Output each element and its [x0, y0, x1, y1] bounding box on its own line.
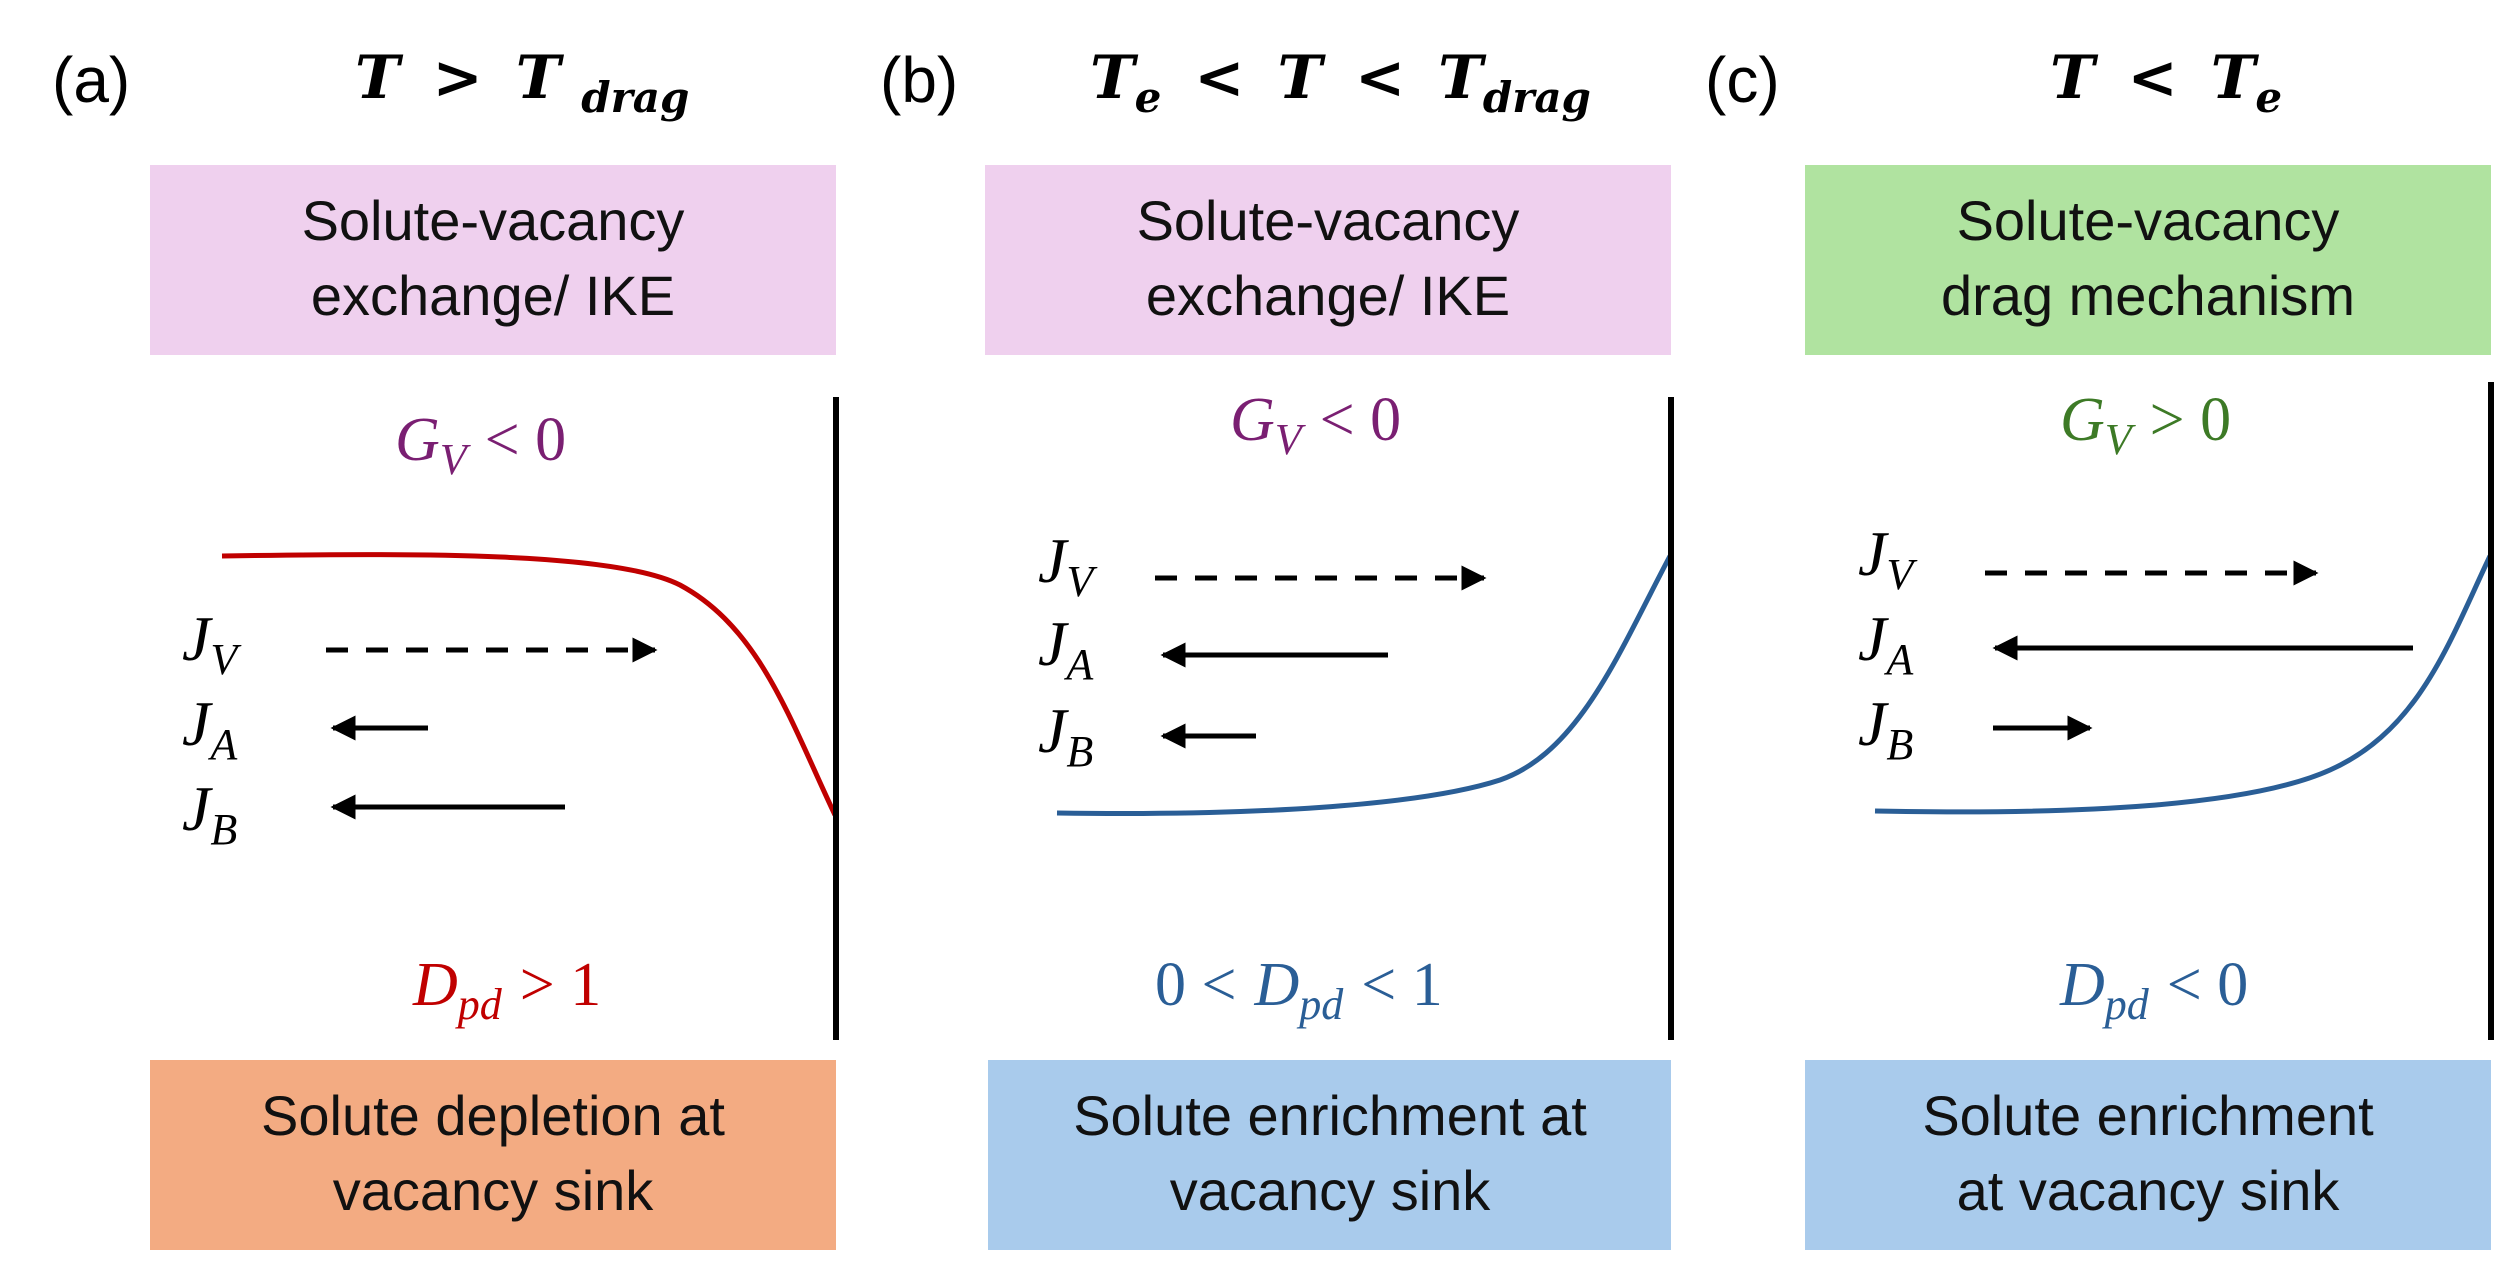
condition-b: Te < T < Tdrag	[1090, 43, 1591, 127]
svg-text:JV: JV	[1858, 518, 1918, 599]
mechanism-line1-b: Solute-vacancy	[1137, 189, 1520, 252]
result-line1-c: Solute enrichment	[1922, 1084, 2374, 1147]
flux-jv-a: JV	[182, 603, 658, 684]
panel-c: (c) T < Te Solute-vacancy drag mechanism…	[1705, 43, 2494, 1250]
panel-label-a: (a)	[52, 44, 130, 116]
result-box-b: Solute enrichment at vacancy sink	[988, 1060, 1671, 1250]
svg-text:JA: JA	[1038, 608, 1094, 689]
gv-c: GV> 0	[2060, 386, 2231, 464]
result-line2-c: at vacancy sink	[1957, 1159, 2341, 1222]
panel-b: (b) Te < T < Tdrag Solute-vacancy exchan…	[880, 43, 1674, 1250]
concentration-profile-c	[1874, 554, 2493, 815]
mechanism-line2-c: drag mechanism	[1941, 264, 2355, 327]
result-line1-b: Solute enrichment at	[1073, 1084, 1587, 1147]
panel-label-c: (c)	[1705, 44, 1780, 116]
svg-text:JB: JB	[182, 773, 237, 854]
mechanism-line1-a: Solute-vacancy	[302, 189, 685, 252]
dpd-c: Dpd< 0	[2059, 951, 2248, 1029]
svg-text:JA: JA	[1858, 603, 1914, 684]
dpd-b: 0 <Dpd< 1	[1155, 951, 1443, 1029]
mechanism-line2-b: exchange/ IKE	[1146, 264, 1510, 327]
result-line2-b: vacancy sink	[1170, 1159, 1492, 1222]
mechanism-line2-a: exchange/ IKE	[311, 264, 675, 327]
flux-ja-c: JA	[1858, 603, 2413, 684]
concentration-profile-a	[221, 552, 838, 817]
svg-text:JA: JA	[182, 688, 238, 769]
flux-ja-a: JA	[182, 688, 428, 769]
svg-text:JB: JB	[1858, 688, 1913, 769]
panel-label-b: (b)	[880, 44, 958, 116]
svg-text:JV: JV	[182, 603, 242, 684]
gv-b: GV< 0	[1230, 386, 1401, 464]
flux-jb-c: JB	[1858, 688, 2093, 769]
svg-text:JV: JV	[1038, 525, 1098, 606]
svg-text:JB: JB	[1038, 695, 1093, 776]
concentration-profile-b	[1056, 554, 1673, 816]
flux-jb-a: JB	[182, 773, 565, 854]
result-line2-a: vacancy sink	[333, 1159, 655, 1222]
result-box-a: Solute depletion at vacancy sink	[150, 1060, 836, 1250]
flux-jv-b: JV	[1038, 525, 1487, 606]
panel-a: (a) T > T drag Solute-vacancy exchange/ …	[52, 43, 839, 1250]
condition-a: T > T drag	[355, 43, 689, 122]
mechanism-line1-c: Solute-vacancy	[1957, 189, 2340, 252]
result-line1-a: Solute depletion at	[261, 1084, 725, 1147]
mechanism-box-c: Solute-vacancy drag mechanism	[1805, 165, 2491, 355]
gv-a: GV< 0	[395, 406, 566, 484]
flux-jb-b: JB	[1038, 695, 1256, 776]
mechanism-box-b: Solute-vacancy exchange/ IKE	[985, 165, 1671, 355]
dpd-a: Dpd> 1	[412, 951, 601, 1029]
flux-ja-b: JA	[1038, 608, 1388, 689]
flux-jv-c: JV	[1858, 518, 2319, 599]
result-box-c: Solute enrichment at vacancy sink	[1805, 1060, 2491, 1250]
condition-c: T < Te	[2050, 43, 2282, 122]
mechanism-box-a: Solute-vacancy exchange/ IKE	[150, 165, 836, 355]
